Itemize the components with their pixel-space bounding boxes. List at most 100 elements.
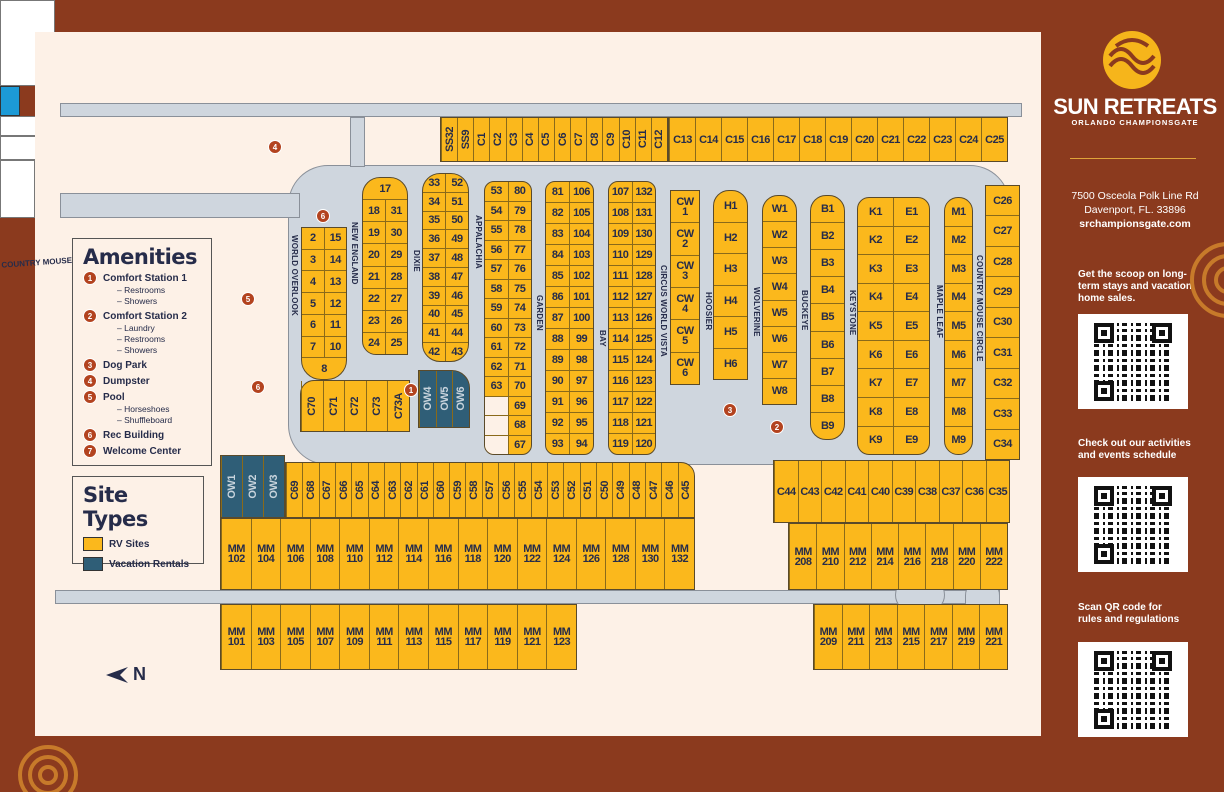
site-80[interactable]: 80 [507,182,532,201]
amenity-marker-3[interactable]: 3 [723,403,737,417]
site-c30[interactable]: C30 [986,308,1019,337]
site-5[interactable]: 5 [302,293,324,314]
site-115[interactable]: 115 [609,350,632,370]
site-14[interactable]: 14 [323,249,347,271]
site-54[interactable]: 54 [485,202,508,221]
site-w8[interactable]: W8 [763,379,796,404]
site-b1[interactable]: B1 [811,196,844,222]
site-41[interactable]: 41 [423,324,445,342]
site-17[interactable]: 17 [363,178,407,199]
site-87[interactable]: 87 [546,308,569,328]
site-c59[interactable]: C59 [449,463,465,517]
site-h2[interactable]: H2 [714,223,747,254]
site-k1[interactable]: K1 [858,198,893,226]
site-c69[interactable]: C69 [286,463,302,517]
site-23[interactable]: 23 [363,311,385,332]
site-c14[interactable]: C14 [695,118,721,161]
amenity-marker-2[interactable]: 2 [770,420,784,434]
site-c7[interactable]: C7 [570,118,586,161]
site-72[interactable]: 72 [507,338,532,357]
site-h6[interactable]: H6 [714,349,747,380]
site-c66[interactable]: C66 [334,463,351,517]
site-c13[interactable]: C13 [669,118,695,161]
site-c38[interactable]: C38 [915,461,939,522]
site-c65[interactable]: C65 [351,463,367,517]
site-74[interactable]: 74 [507,299,532,318]
site-m6[interactable]: M6 [945,341,972,369]
site-78[interactable]: 78 [507,221,532,240]
site-m1[interactable]: M1 [945,198,972,226]
site-mm120[interactable]: MM 120 [487,519,517,589]
site-ow5[interactable]: OW5 [435,371,453,427]
site-mm104[interactable]: MM 104 [250,519,281,589]
site-50[interactable]: 50 [445,211,468,230]
site-mm216[interactable]: MM 216 [898,524,925,589]
site-mm107[interactable]: MM 107 [309,605,340,669]
site-71[interactable]: 71 [507,357,532,376]
site-126[interactable]: 126 [631,308,656,328]
site-mm210[interactable]: MM 210 [816,524,843,589]
site-c24[interactable]: C24 [955,118,981,161]
site-129[interactable]: 129 [631,245,656,265]
site-c25[interactable]: C25 [981,118,1007,161]
site-51[interactable]: 51 [445,192,468,211]
site-59[interactable]: 59 [485,299,508,318]
site-mm109[interactable]: MM 109 [339,605,369,669]
site-mm118[interactable]: MM 118 [457,519,488,589]
site-100[interactable]: 100 [569,308,593,328]
site-93[interactable]: 93 [546,434,569,454]
site-mm126[interactable]: MM 126 [575,519,606,589]
site-mm128[interactable]: MM 128 [605,519,635,589]
site-k3[interactable]: K3 [858,255,893,283]
site-85[interactable]: 85 [546,266,569,286]
site-c64[interactable]: C64 [367,463,384,517]
site-22[interactable]: 22 [363,289,385,310]
site-mm213[interactable]: MM 213 [869,605,897,669]
site-c45[interactable]: C45 [677,463,694,517]
site-76[interactable]: 76 [507,260,532,279]
site-mm121[interactable]: MM 121 [516,605,547,669]
site-70[interactable]: 70 [507,377,532,396]
site-ow1[interactable]: OW1 [221,456,242,517]
site-ow6[interactable]: OW6 [452,371,469,427]
site-106[interactable]: 106 [569,182,593,202]
site-40[interactable]: 40 [423,306,445,324]
site-30[interactable]: 30 [384,222,408,244]
site-c1[interactable]: C1 [473,118,489,161]
site-c17[interactable]: C17 [773,118,799,161]
site-c31[interactable]: C31 [986,338,1019,367]
site-c10[interactable]: C10 [618,118,635,161]
site-112[interactable]: 112 [609,287,632,307]
site-c50[interactable]: C50 [595,463,612,517]
site-w4[interactable]: W4 [763,274,796,299]
site-mm117[interactable]: MM 117 [457,605,488,669]
amenity-marker-4[interactable]: 4 [268,140,282,154]
site-99[interactable]: 99 [569,329,593,349]
site-w5[interactable]: W5 [763,301,796,326]
site-e3[interactable]: E3 [893,255,929,283]
site-c70[interactable]: C70 [301,381,323,431]
site-91[interactable]: 91 [546,392,569,412]
site-ow3[interactable]: OW3 [263,456,284,517]
site-101[interactable]: 101 [569,287,593,307]
site-89[interactable]: 89 [546,350,569,370]
site-b8[interactable]: B8 [811,386,844,412]
site-m7[interactable]: M7 [945,369,972,397]
site-79[interactable]: 79 [507,201,532,220]
site-c48[interactable]: C48 [628,463,645,517]
site-w3[interactable]: W3 [763,248,796,273]
site-mm110[interactable]: MM 110 [339,519,369,589]
site-b9[interactable]: B9 [811,413,844,439]
site-c39[interactable]: C39 [891,461,916,522]
site-empty[interactable] [485,396,508,415]
site-96[interactable]: 96 [569,392,593,412]
site-c4[interactable]: C4 [521,118,538,161]
site-b3[interactable]: B3 [811,250,844,276]
amenity-marker-6[interactable]: 6 [316,209,330,223]
site-ow2[interactable]: OW2 [242,456,263,517]
site-mm123[interactable]: MM 123 [546,605,576,669]
site-116[interactable]: 116 [609,371,632,391]
site-c57[interactable]: C57 [481,463,498,517]
site-25[interactable]: 25 [384,332,408,354]
site-cw2[interactable]: CW 2 [671,223,699,254]
